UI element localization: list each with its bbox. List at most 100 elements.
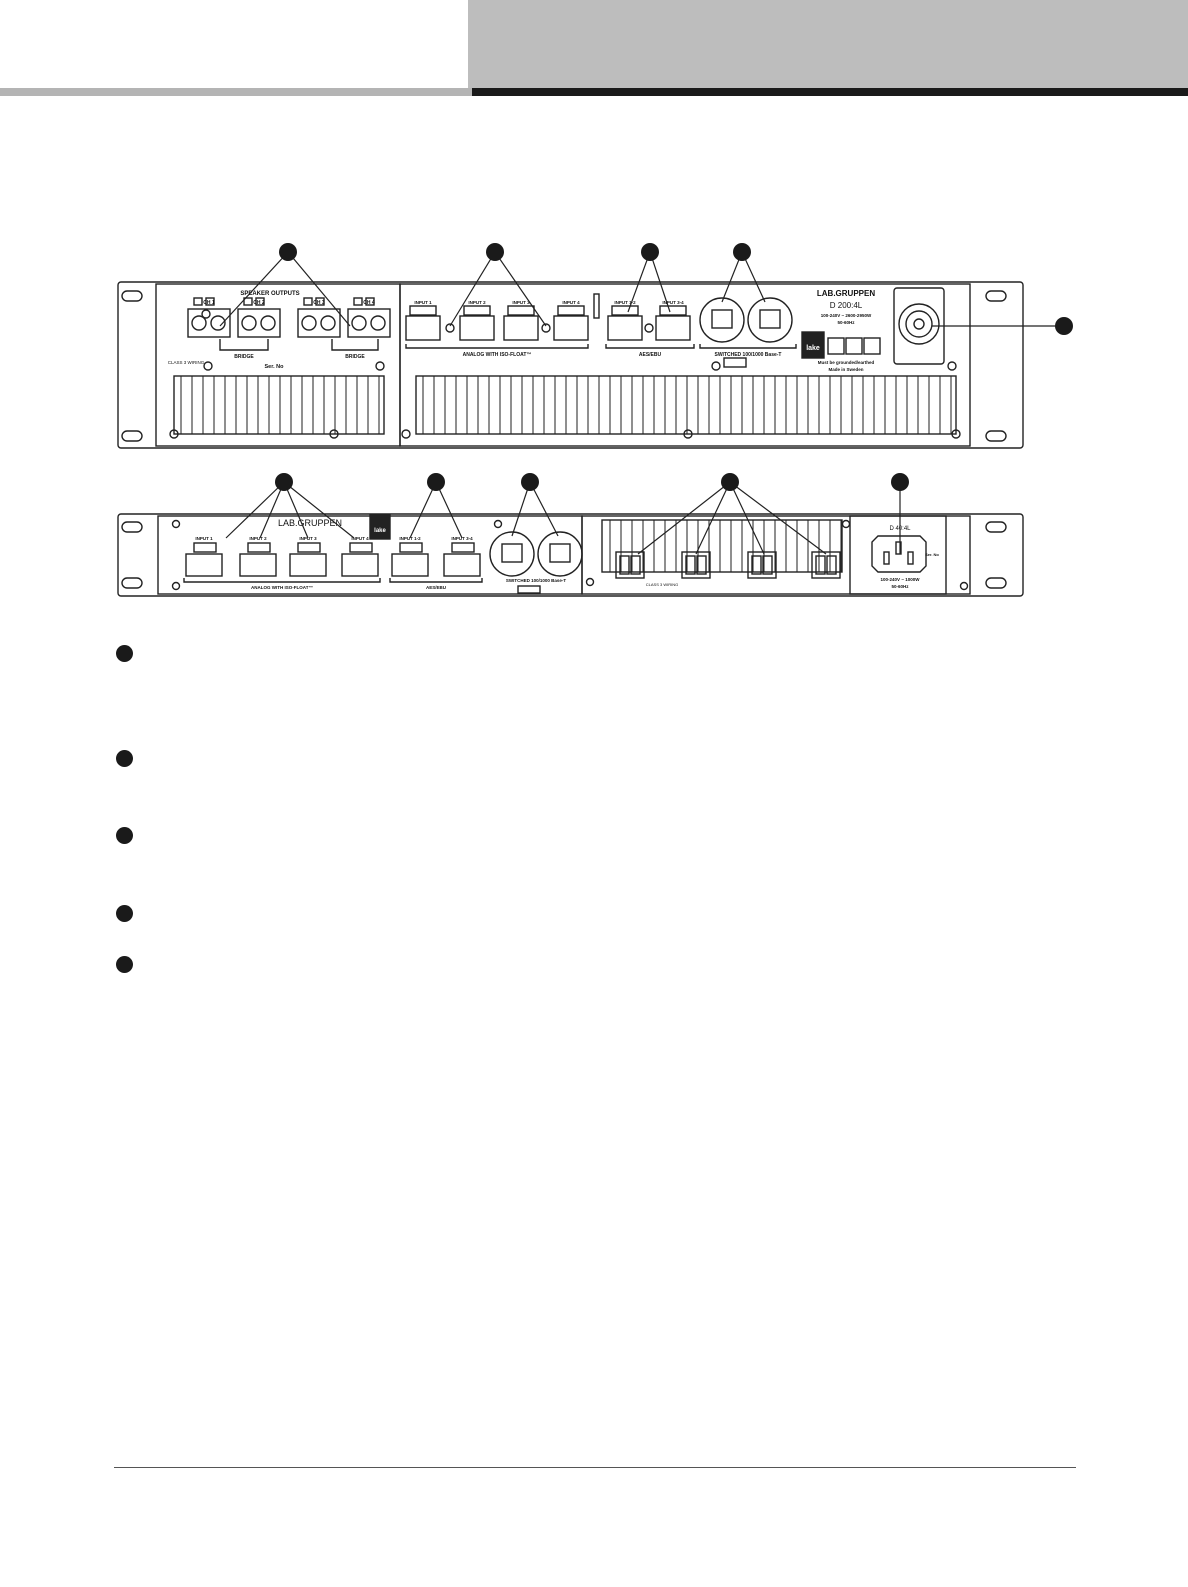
callout-marker [733, 243, 751, 261]
callout-marker [891, 473, 909, 491]
rear-panel-diagram: SPEAKER OUTPUTS CH 1 CH 2 CH 3 CH 4 BRID… [117, 243, 1073, 597]
speaker-output-connectors [187, 297, 391, 351]
label-box [845, 337, 863, 355]
heatsink-fins [601, 519, 843, 573]
screw-heads [169, 309, 961, 439]
lake-logo-text: lake [806, 345, 820, 352]
top-rack-outline [117, 281, 1024, 449]
class-wiring-label: CLASS 3 WIRING [168, 360, 205, 365]
bridge-label-1: BRIDGE [234, 354, 254, 360]
status-led-bar [593, 293, 600, 319]
analog-input-1-label: INPUT 1 [414, 300, 432, 305]
callout-marker [641, 243, 659, 261]
analog-input-3-label: INPUT 3 [512, 300, 530, 305]
analog-input-2-label: INPUT 2 [468, 300, 486, 305]
bottom-analog-input-connectors [183, 542, 381, 583]
callout-marker [1055, 317, 1073, 335]
rack-slot [985, 521, 1007, 533]
rack-slot [121, 430, 143, 442]
legend-bullet-1 [116, 645, 133, 662]
rack-slot [985, 290, 1007, 302]
ch3-label: CH 3 [313, 300, 325, 306]
bottom-lake-logo-text: lake [374, 528, 386, 534]
iec-pin [907, 551, 914, 565]
label-box [827, 337, 845, 355]
iec-pin [895, 541, 902, 555]
speaker-outputs-label: SPEAKER OUTPUTS [240, 291, 299, 297]
legend-bullet-3 [116, 827, 133, 844]
callout-marker [427, 473, 445, 491]
analog-input-4-label: INPUT 4 [562, 300, 580, 305]
legend-bullet-4 [116, 905, 133, 922]
network-connectors [699, 297, 797, 368]
bottom-power-module [849, 515, 947, 595]
bottom-power-spec-label: 100-240V ~ 1000W [881, 577, 921, 582]
heatsink-fins [173, 375, 385, 435]
bottom-speaker-terminals [615, 551, 841, 579]
rack-slot [121, 577, 143, 589]
bottom-aes-input-12-label: INPUT 1-2 [399, 536, 421, 541]
aes-ebu-label: AES/EBU [639, 352, 662, 358]
legend-bullet-5 [116, 956, 133, 973]
bottom-class-wiring-label: CLASS 3 WIRING [646, 582, 678, 587]
ch1-label: CH 1 [203, 300, 215, 306]
frequency-label: 50-60Hz [837, 320, 855, 325]
analog-iso-float-label: ANALOG WITH ISO-FLOAT™ [463, 352, 532, 358]
iec-power-inlet [871, 535, 927, 573]
label-box [863, 337, 881, 355]
callout-marker [279, 243, 297, 261]
bottom-aes-input-connectors [389, 542, 483, 583]
bottom-analog-input-2-label: INPUT 2 [249, 536, 267, 541]
top-callout-leaders [219, 251, 1058, 327]
bottom-analog-input-1-label: INPUT 1 [195, 536, 213, 541]
aes-input-connectors [605, 305, 695, 349]
bottom-network-label: SWITCHED 100/1000 Base-T [506, 578, 567, 583]
bottom-lake-logo-block [369, 514, 391, 540]
rack-slot [121, 290, 143, 302]
bottom-analog-input-4-label: INPUT 4 [351, 536, 369, 541]
bottom-rack-outline [117, 513, 1024, 597]
top-right-module [399, 283, 971, 447]
header-rule-dark [472, 88, 1188, 96]
bottom-panel [117, 513, 1024, 597]
aes-input-12-label: INPUT 1-2 [614, 300, 636, 305]
header-gray-banner [468, 0, 1188, 88]
callout-marker [721, 473, 739, 491]
bottom-network-connectors [489, 531, 583, 594]
bottom-screws [171, 519, 969, 591]
footer-rule [114, 1467, 1076, 1468]
callout-marker [275, 473, 293, 491]
top-panel [117, 281, 1024, 449]
header-left-block [0, 0, 468, 88]
heatsink-fins [415, 375, 957, 435]
network-label: SWITCHED 100/1000 Base-T [715, 352, 782, 358]
bottom-aes-input-34-label: INPUT 3-4 [451, 536, 473, 541]
serial-label: Ser. No [265, 364, 285, 370]
bottom-callout-markers [275, 473, 909, 491]
analog-input-connectors [405, 305, 589, 349]
bottom-frequency-label: 50-60Hz [891, 584, 909, 589]
rack-slot [121, 521, 143, 533]
legend-bullet-2 [116, 750, 133, 767]
lake-logo-block [801, 331, 825, 359]
rack-slot [985, 430, 1007, 442]
model-label: D 200:4L [830, 301, 863, 310]
bridge-label-2: BRIDGE [345, 354, 365, 360]
ch2-label: CH 2 [253, 300, 265, 306]
iec-pin [883, 551, 890, 565]
ground-note: Must be grounded/earthed [818, 360, 875, 365]
bottom-serial-label: Ser. No [925, 552, 939, 557]
header-rule-light [0, 88, 472, 96]
bottom-analog-input-3-label: INPUT 3 [299, 536, 317, 541]
rack-slot [985, 577, 1007, 589]
ch4-label: CH 4 [363, 300, 375, 306]
made-in-label: Made in Sweden [828, 367, 863, 372]
brand-logo-text: LAB.GRUPPEN [817, 289, 875, 298]
bottom-aes-ebu-label: AES/EBU [426, 585, 446, 590]
callout-marker [521, 473, 539, 491]
power-spec-label: 100-240V ~ 2600-2950W [821, 313, 872, 318]
bottom-analog-iso-float-label: ANALOG WITH ISO-FLOAT™ [251, 585, 313, 590]
top-callout-markers [279, 243, 1073, 335]
callout-marker [486, 243, 504, 261]
aes-input-34-label: INPUT 3-4 [662, 300, 684, 305]
